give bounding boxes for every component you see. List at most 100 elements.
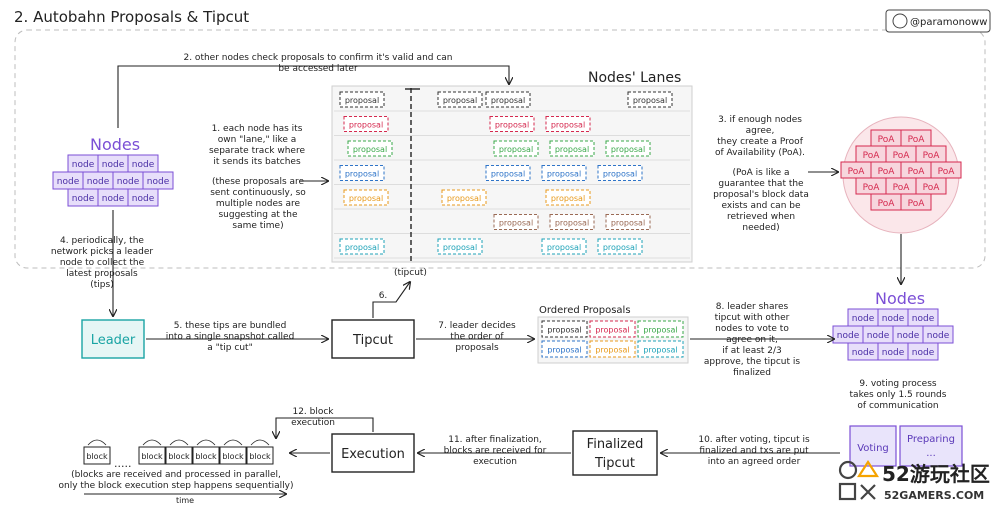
node-label: node <box>837 331 860 341</box>
proposal-label: proposal <box>443 96 477 105</box>
note-blocks: (blocks are received and processed in pa… <box>58 470 293 491</box>
proposal-label: proposal <box>345 96 379 105</box>
poa-label: PoA <box>878 199 896 209</box>
block-label: block <box>141 452 163 461</box>
proposal-label: proposal <box>443 243 477 252</box>
block-label: block <box>249 452 271 461</box>
watermark-text-en: 52GAMERS.COM <box>884 489 984 502</box>
voting-box <box>849 425 897 467</box>
poa-label: PoA <box>923 151 941 161</box>
node-label: node <box>897 331 920 341</box>
finalized-tipcut-box <box>572 430 658 476</box>
poa-label: PoA <box>908 135 926 145</box>
block-loop-arrow <box>169 439 189 446</box>
proposal-label: proposal <box>491 96 525 105</box>
proposal-card <box>549 140 595 157</box>
block-cell <box>138 446 166 465</box>
execution-box <box>331 433 415 473</box>
proposal-label: proposal <box>491 170 525 179</box>
poa-label: PoA <box>878 135 896 145</box>
node-cell <box>907 342 939 361</box>
poa-label: PoA <box>893 183 911 193</box>
proposal-card <box>437 91 483 108</box>
proposal-card <box>605 140 651 157</box>
proposal-label: proposal <box>349 121 383 130</box>
poa-label: PoA <box>893 151 911 161</box>
arrow-block-exec-loop <box>276 417 374 438</box>
proposal-card <box>339 165 385 181</box>
node-label: node <box>132 160 155 170</box>
proposal-card <box>627 91 673 108</box>
proposal-label: proposal <box>547 243 581 252</box>
ordered-proposal-label: proposal <box>595 346 629 355</box>
poa-label: PoA <box>863 183 881 193</box>
time-label: time <box>176 496 194 505</box>
proposal-card <box>485 165 531 181</box>
node-label: node <box>882 314 905 324</box>
proposal-label: proposal <box>499 219 533 228</box>
execution-label: Execution <box>341 447 405 462</box>
ordered-proposal-card <box>589 320 636 338</box>
proposal-card <box>545 189 591 206</box>
block-cell <box>219 446 247 465</box>
page-title: 2. Autobahn Proposals & Tipcut <box>14 8 249 26</box>
leader-box <box>81 319 145 359</box>
node-label: node <box>927 331 950 341</box>
node-label: node <box>912 314 935 324</box>
ordered-proposal-card <box>541 320 588 338</box>
poa-label: PoA <box>863 151 881 161</box>
proposal-label: proposal <box>603 170 637 179</box>
watermark-cross-icon <box>860 484 876 500</box>
poa-label: PoA <box>878 167 896 177</box>
watermark-text-cn: 52游玩社区 <box>882 462 990 486</box>
node-label: node <box>882 348 905 358</box>
node-label: node <box>57 177 80 187</box>
node-label: node <box>852 314 875 324</box>
proposal-label: proposal <box>555 219 589 228</box>
proposal-card <box>339 91 385 108</box>
watermark-logo: 52游玩社区 52GAMERS.COM <box>838 459 990 502</box>
proposal-card <box>541 238 587 255</box>
ordered-proposal-card <box>637 320 684 338</box>
outer-frame <box>14 29 986 269</box>
ordered-proposal-card <box>541 340 588 358</box>
node-label: node <box>912 348 935 358</box>
node-label: node <box>102 160 125 170</box>
note-11: 11. after finalization,blocks are receiv… <box>444 435 547 467</box>
ordered-title: Ordered Proposals <box>539 305 631 316</box>
proposal-label: proposal <box>611 145 645 154</box>
proposal-card <box>597 238 643 255</box>
proposal-label: proposal <box>495 121 529 130</box>
proposal-card <box>485 91 531 108</box>
proposal-label: proposal <box>499 145 533 154</box>
ordered-proposal-label: proposal <box>643 326 677 335</box>
preparing-label-1: Preparing <box>907 434 955 445</box>
block-loop-arrow <box>196 439 216 446</box>
ordered-proposal-label: proposal <box>547 346 581 355</box>
proposal-card <box>339 238 385 255</box>
handle-badge <box>885 9 991 33</box>
poa-label: PoA <box>908 167 926 177</box>
node-label: node <box>72 194 95 204</box>
proposal-card <box>493 214 539 230</box>
tipcut-box <box>331 319 415 359</box>
blocks-ellipsis: ..... <box>114 457 131 470</box>
arrow-tipcut-to-lanes <box>372 282 410 318</box>
node-label: node <box>102 194 125 204</box>
block-loop-arrow <box>250 439 270 446</box>
proposal-card <box>605 214 651 230</box>
finalized-label-2: Tipcut <box>594 456 635 471</box>
proposal-label: proposal <box>345 170 379 179</box>
proposal-label: proposal <box>603 243 637 252</box>
